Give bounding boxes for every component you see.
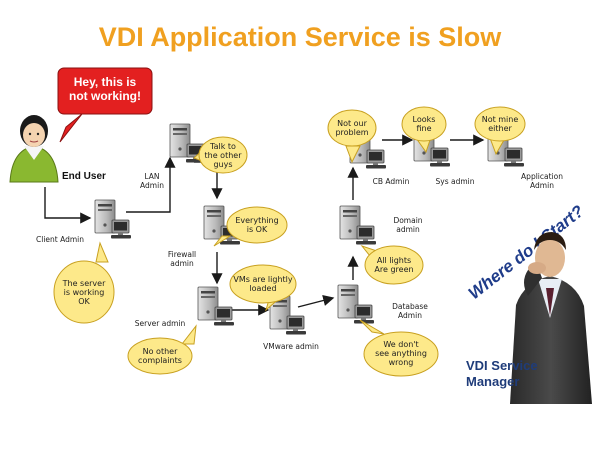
end-user-person-icon bbox=[9, 115, 59, 183]
label-application-admin: Application Admin bbox=[521, 172, 563, 190]
label-client-admin: Client Admin bbox=[36, 235, 84, 244]
label-sys-admin: Sys admin bbox=[435, 177, 475, 186]
bubble-text-lan-admin: Talk to the other guys bbox=[204, 142, 242, 169]
manager-photo bbox=[510, 232, 592, 404]
bubble-text-firewall-admin: Everything is OK bbox=[235, 216, 279, 234]
bubble-text-database-admin: We don't see anything wrong bbox=[375, 340, 427, 367]
end-user-label: End User bbox=[62, 171, 106, 182]
label-lan-admin: LAN Admin bbox=[140, 172, 164, 190]
bubble-text-sys-admin: Looks fine bbox=[412, 115, 436, 133]
computer-icons bbox=[94, 123, 525, 335]
page-title: VDI Application Service is Slow bbox=[98, 22, 502, 52]
manager-caption: VDI Service Manager bbox=[466, 358, 538, 389]
bubble-text-vmware-admin: VMs are lightly loaded bbox=[233, 275, 293, 293]
complaint-bubble bbox=[57, 67, 153, 143]
label-cb-admin: CB Admin bbox=[372, 177, 410, 186]
label-server-admin: Server admin bbox=[134, 319, 186, 328]
complaint-text: Hey, this is not working! bbox=[69, 75, 141, 103]
bubble-text-client-admin: The server is working OK bbox=[62, 279, 106, 306]
bubble-text-cb-admin: Not our problem bbox=[335, 119, 369, 137]
label-vmware-admin: VMware admin bbox=[263, 342, 319, 351]
label-database-admin: Database Admin bbox=[392, 302, 428, 320]
label-domain-admin: Domain admin bbox=[393, 216, 423, 234]
label-firewall-admin: Firewall admin bbox=[167, 250, 197, 268]
bubble-text-domain-admin: All lights Are green bbox=[374, 256, 414, 274]
bubble-text-server-admin: No other complaints bbox=[138, 347, 182, 365]
bubble-text-application-admin: Not mine either bbox=[481, 115, 519, 133]
speech-bubbles bbox=[53, 106, 526, 377]
